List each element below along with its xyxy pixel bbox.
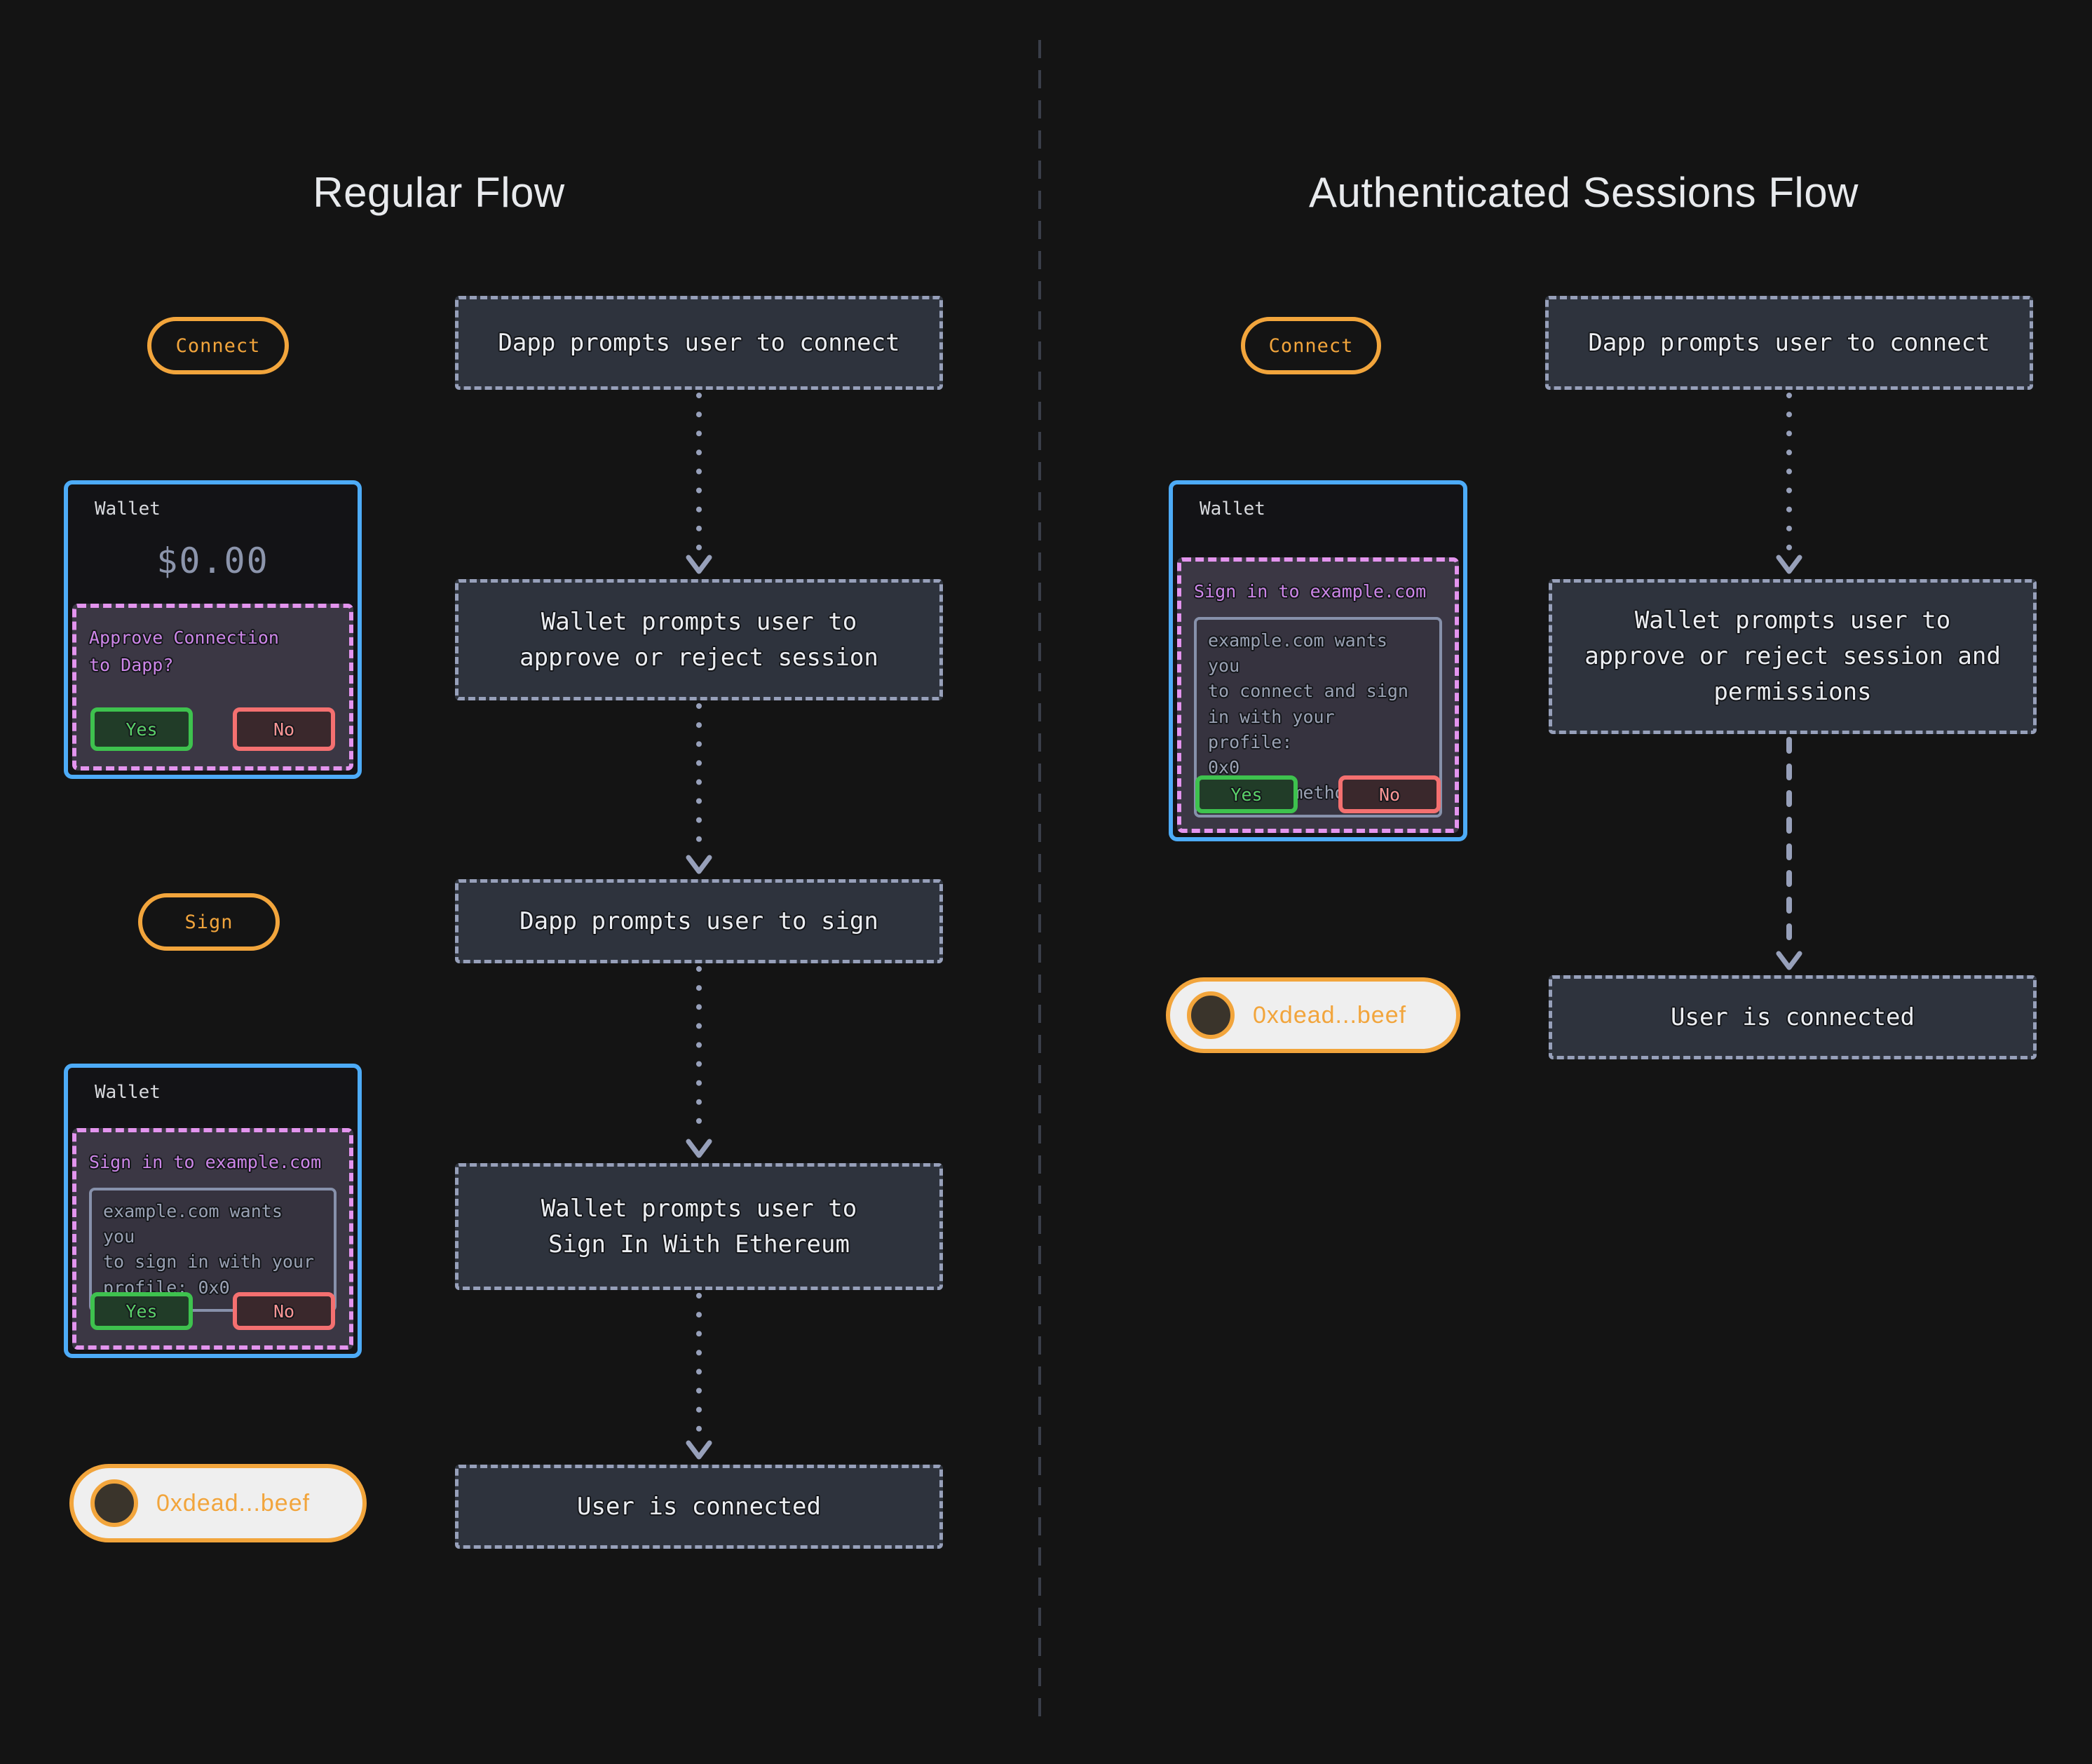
approve-connection-prompt: Approve Connection to Dapp? [89, 627, 279, 675]
connect-button-label: Connect [175, 334, 261, 357]
wallet-card-title: Wallet [95, 498, 161, 520]
regular-flow-title: Regular Flow [313, 169, 565, 216]
sign-in-panel: Sign in to example.com example.com wants… [72, 1128, 353, 1350]
no-button-label: No [273, 1301, 295, 1322]
sign-in-message: example.com wants you to sign in with yo… [89, 1187, 337, 1312]
wallet-card-title: Wallet [95, 1082, 161, 1103]
yes-button[interactable]: Yes [90, 707, 193, 751]
account-address-label: 0xdead...beef [156, 1489, 311, 1517]
step-wallet-approve-session: Wallet prompts user to approve or reject… [455, 579, 943, 700]
step-label: User is connected [577, 1492, 821, 1521]
no-button[interactable]: No [1338, 775, 1441, 813]
wallet-balance: $0.00 [156, 541, 269, 581]
no-button[interactable]: No [233, 1292, 335, 1330]
flow-arrow-down-icon [1776, 737, 1802, 970]
step-user-connected: User is connected [455, 1465, 943, 1549]
step-dapp-prompts-sign: Dapp prompts user to sign [455, 879, 943, 963]
step-label: Dapp prompts user to connect [498, 328, 900, 357]
sign-in-prompt-title: Sign in to example.com [1194, 581, 1427, 602]
column-divider [1038, 40, 1041, 1720]
step-label: Wallet prompts user to Sign In With Ethe… [541, 1194, 857, 1258]
flow-arrow-down-icon [686, 703, 712, 874]
no-button[interactable]: No [233, 707, 335, 751]
step-label: Dapp prompts user to connect [1588, 328, 1990, 357]
account-address-label: 0xdead...beef [1253, 1001, 1407, 1029]
prompt-buttons: Yes No [1195, 775, 1441, 813]
step-wallet-siwe: Wallet prompts user to Sign In With Ethe… [455, 1163, 943, 1290]
step-user-connected: User is connected [1549, 975, 2037, 1059]
approve-connection-panel: Approve Connection to Dapp? Yes No [72, 604, 353, 771]
account-avatar-icon [1187, 991, 1235, 1039]
flow-arrow-down-icon [686, 393, 712, 574]
step-label: Wallet prompts user to approve or reject… [1584, 606, 2001, 706]
yes-button[interactable]: Yes [1195, 775, 1298, 813]
wallet-card-auth-session: Wallet Sign in to example.com example.co… [1169, 480, 1467, 841]
wallet-card-balance: Wallet $0.00 Approve Connection to Dapp?… [64, 480, 362, 779]
sign-button[interactable]: Sign [138, 893, 280, 951]
yes-button-label: Yes [125, 1301, 158, 1322]
authenticated-sessions-flow-title: Authenticated Sessions Flow [1309, 169, 1859, 216]
no-button-label: No [273, 719, 295, 740]
prompt-buttons: Yes No [90, 1292, 335, 1330]
step-label: User is connected [1671, 1003, 1915, 1031]
connect-button[interactable]: Connect [147, 317, 289, 374]
connect-button[interactable]: Connect [1241, 317, 1381, 374]
step-label: Wallet prompts user to approve or reject… [519, 607, 878, 672]
prompt-buttons: Yes No [90, 707, 335, 751]
wallet-card-title: Wallet [1200, 498, 1265, 520]
connected-account-pill[interactable]: 0xdead...beef [69, 1464, 367, 1542]
yes-button[interactable]: Yes [90, 1292, 193, 1330]
step-dapp-prompts-connect: Dapp prompts user to connect [1545, 296, 2033, 390]
sign-in-prompt-title: Sign in to example.com [89, 1152, 322, 1172]
sign-in-panel: Sign in to example.com example.com wants… [1177, 557, 1459, 833]
no-button-label: No [1378, 784, 1401, 805]
sign-button-label: Sign [184, 911, 233, 933]
flow-arrow-down-icon [686, 1293, 712, 1460]
yes-button-label: Yes [125, 719, 158, 740]
connected-account-pill[interactable]: 0xdead...beef [1166, 977, 1460, 1053]
account-avatar-icon [90, 1479, 138, 1527]
step-label: Dapp prompts user to sign [519, 907, 878, 935]
connect-button-label: Connect [1268, 334, 1354, 357]
step-dapp-prompts-connect: Dapp prompts user to connect [455, 296, 943, 390]
wallet-card-sign-in: Wallet Sign in to example.com example.co… [64, 1064, 362, 1358]
flow-arrow-down-icon [686, 966, 712, 1158]
step-wallet-approve-session-permissions: Wallet prompts user to approve or reject… [1549, 579, 2037, 734]
flow-arrow-down-icon [1776, 393, 1802, 574]
yes-button-label: Yes [1230, 784, 1263, 805]
